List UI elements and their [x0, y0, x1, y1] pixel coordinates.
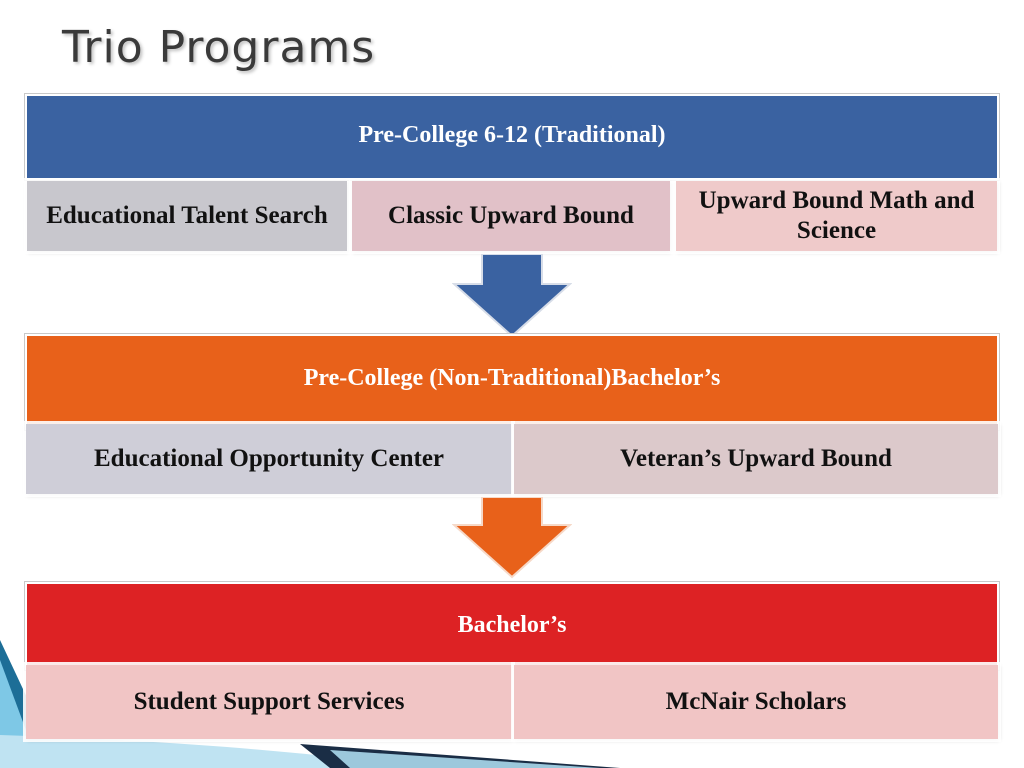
program-box: Classic Upward Bound	[352, 181, 670, 251]
program-box: Educational Opportunity Center	[26, 424, 512, 494]
tier-1-header: Pre-College 6-12 (Traditional)	[27, 96, 997, 178]
program-box: Upward Bound Math and Science	[676, 181, 997, 251]
tier-3-header-label: Bachelor’s	[457, 612, 567, 638]
tier-3-header: Bachelor’s	[27, 584, 997, 668]
down-arrow-icon	[452, 254, 572, 338]
down-arrow-icon	[452, 497, 572, 579]
program-box: Educational Talent Search	[27, 181, 347, 251]
tier-2-header: Pre-College (Non-Traditional)Bachelor’s	[27, 336, 997, 428]
program-box: Veteran’s Upward Bound	[514, 424, 998, 494]
program-box: McNair Scholars	[514, 665, 998, 739]
slide-title: Trio Programs	[62, 22, 376, 73]
tier-2-header-label: Pre-College (Non-Traditional)Bachelor’s	[303, 365, 721, 391]
program-box: Student Support Services	[26, 665, 512, 739]
tier-1-header-label: Pre-College 6-12 (Traditional)	[358, 122, 666, 148]
